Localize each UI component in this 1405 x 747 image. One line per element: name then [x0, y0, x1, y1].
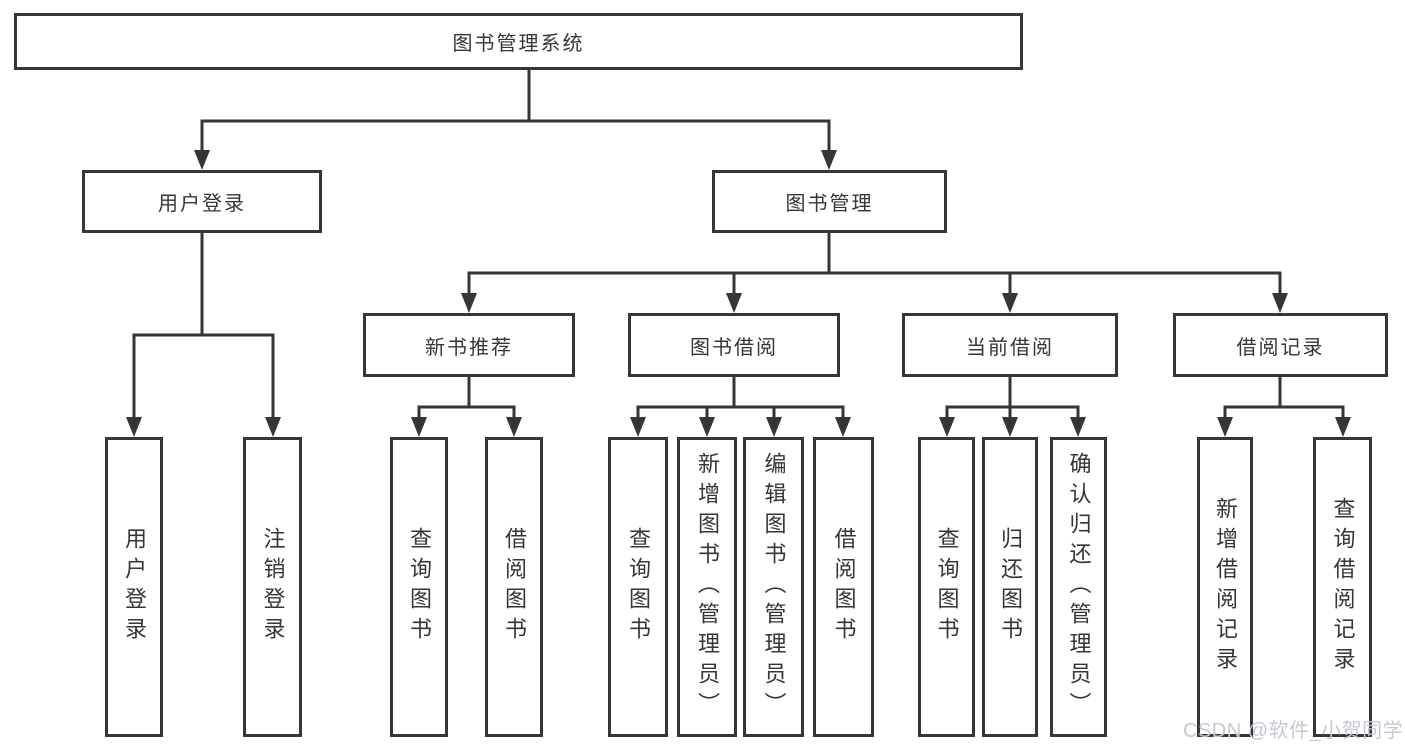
node-new-book-recommend: 新书推荐 [363, 313, 575, 377]
node-label: 编辑图书（管理员） [761, 452, 787, 722]
node-library-management-system: 图书管理系统 [14, 13, 1023, 70]
node-label: 确认归还（管理员） [1066, 452, 1092, 722]
node-label: 当前借阅 [966, 336, 1054, 359]
node-label: 注销登录 [260, 527, 286, 647]
node-label: 新书推荐 [425, 336, 513, 359]
leaf-query-books-current: 查询图书 [918, 437, 975, 737]
node-label: 用户登录 [122, 527, 147, 647]
node-label: 用户登录 [158, 193, 246, 215]
leaf-query-books-borrow: 查询图书 [608, 437, 668, 737]
leaf-user-login: 用户登录 [105, 437, 163, 737]
leaf-confirm-return-admin: 确认归还（管理员） [1050, 437, 1107, 737]
leaf-borrow-books: 借阅图书 [813, 437, 874, 737]
node-label: 借阅记录 [1236, 336, 1325, 359]
node-label: 新增图书（管理员） [695, 452, 720, 722]
node-current-borrowing: 当前借阅 [902, 313, 1118, 377]
leaf-return-books: 归还图书 [982, 437, 1038, 737]
node-label: 查询图书 [407, 527, 432, 647]
node-book-management: 图书管理 [712, 170, 947, 233]
node-label: 查询图书 [934, 527, 960, 647]
node-borrowing-records: 借阅记录 [1173, 313, 1388, 377]
node-label: 查询借阅记录 [1330, 497, 1356, 677]
node-user-login: 用户登录 [82, 170, 322, 233]
node-book-borrowing: 图书借阅 [628, 313, 840, 377]
leaf-query-borrow-record: 查询借阅记录 [1313, 437, 1372, 737]
node-label: 借阅图书 [502, 527, 527, 647]
node-label: 新增借阅记录 [1213, 497, 1238, 677]
node-label: 查询图书 [626, 527, 651, 647]
leaf-query-books-recommend: 查询图书 [390, 437, 448, 737]
node-label: 归还图书 [998, 527, 1023, 647]
node-label: 借阅图书 [831, 527, 857, 647]
leaf-logout: 注销登录 [243, 437, 302, 737]
node-label: 图书借阅 [690, 336, 778, 359]
node-label: 图书管理系统 [452, 33, 585, 55]
watermark-csdn: CSDN @软件_小贺同学 [1183, 720, 1404, 742]
node-label: 图书管理 [785, 193, 874, 215]
leaf-add-borrow-record: 新增借阅记录 [1197, 437, 1253, 737]
leaf-add-book-admin: 新增图书（管理员） [677, 437, 737, 737]
leaf-borrow-books-recommend: 借阅图书 [485, 437, 543, 737]
leaf-edit-book-admin: 编辑图书（管理员） [743, 437, 804, 737]
